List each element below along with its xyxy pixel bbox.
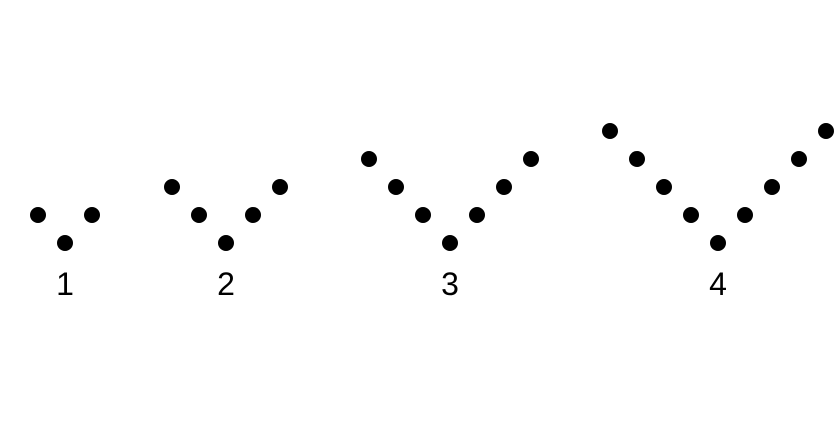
- dot-p2-right-1: [245, 207, 261, 223]
- dot-p1-left-1: [30, 207, 46, 223]
- dot-p4-vertex: [710, 235, 726, 251]
- dot-p3-right-3: [523, 151, 539, 167]
- dot-p4-right-3: [791, 151, 807, 167]
- dot-p3-vertex: [442, 235, 458, 251]
- dot-p3-right-2: [496, 179, 512, 195]
- pattern-label-2: 2: [217, 266, 235, 302]
- dot-p2-vertex: [218, 235, 234, 251]
- pattern-label-1: 1: [56, 266, 74, 302]
- dot-p2-left-2: [164, 179, 180, 195]
- dot-p1-right-1: [84, 207, 100, 223]
- dot-p3-left-1: [415, 207, 431, 223]
- dot-p4-right-1: [737, 207, 753, 223]
- dot-p4-left-4: [602, 123, 618, 139]
- pattern-4: [602, 123, 834, 251]
- pattern-label-3: 3: [441, 266, 459, 302]
- dot-p4-right-4: [818, 123, 834, 139]
- dot-p4-left-2: [656, 179, 672, 195]
- dot-p2-right-2: [272, 179, 288, 195]
- dot-p4-right-2: [764, 179, 780, 195]
- dot-p3-right-1: [469, 207, 485, 223]
- pattern-2: [164, 179, 288, 251]
- dot-p4-left-1: [683, 207, 699, 223]
- dot-p2-left-1: [191, 207, 207, 223]
- dot-p3-left-2: [388, 179, 404, 195]
- pattern-label-4: 4: [709, 266, 727, 302]
- dot-p1-vertex: [57, 235, 73, 251]
- dot-p4-left-3: [629, 151, 645, 167]
- dot-p3-left-3: [361, 151, 377, 167]
- pattern-1: [30, 207, 100, 251]
- pattern-3: [361, 151, 539, 251]
